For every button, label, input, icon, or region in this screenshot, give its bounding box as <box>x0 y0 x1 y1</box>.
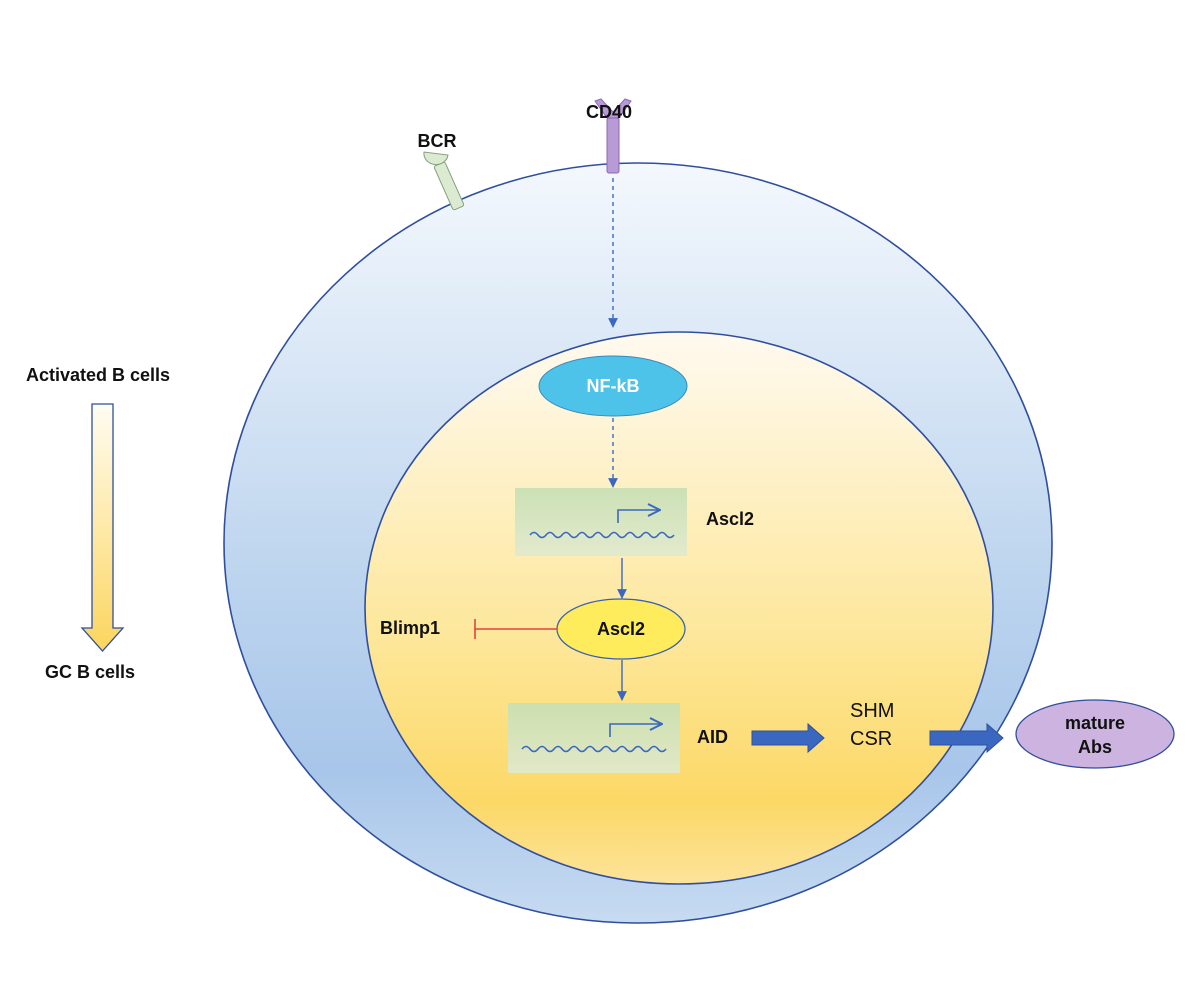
activated-b-cells-label: Activated B cells <box>26 365 170 385</box>
nfkb-label: NF-kB <box>587 376 640 396</box>
nfkb-node <box>538 355 688 417</box>
cd40-label: CD40 <box>586 102 632 122</box>
blimp1-label: Blimp1 <box>380 618 440 638</box>
transcription-start-icon <box>609 724 662 737</box>
dna-wave-icon <box>521 745 667 753</box>
ascl2-protein-label: Ascl2 <box>597 619 645 639</box>
aid-to-shm-csr-arrow <box>751 722 825 754</box>
aid-label: AID <box>697 727 728 747</box>
shm-csr-to-abs-arrow <box>929 722 1004 754</box>
ascl2-gene-label: Ascl2 <box>706 509 754 529</box>
mature-abs-node <box>1015 699 1175 769</box>
blimp1-inhibition <box>474 619 557 639</box>
aid-gene-box <box>508 703 680 773</box>
transcription-start-icon <box>617 510 660 523</box>
nucleus <box>364 331 994 885</box>
csr-label: CSR <box>850 728 892 750</box>
bcr-label: BCR <box>418 131 457 151</box>
bcr-receptor <box>423 151 465 211</box>
mature-abs-line1: mature <box>1065 713 1125 733</box>
gc-b-cells-label: GC B cells <box>45 662 135 682</box>
shm-label: SHM <box>850 700 894 722</box>
differentiation-arrow <box>80 403 125 652</box>
cd40-receptor <box>594 98 632 174</box>
dna-wave-icon <box>529 531 675 539</box>
mature-abs-line2: Abs <box>1078 737 1112 757</box>
ascl2-gene-box <box>515 488 687 556</box>
